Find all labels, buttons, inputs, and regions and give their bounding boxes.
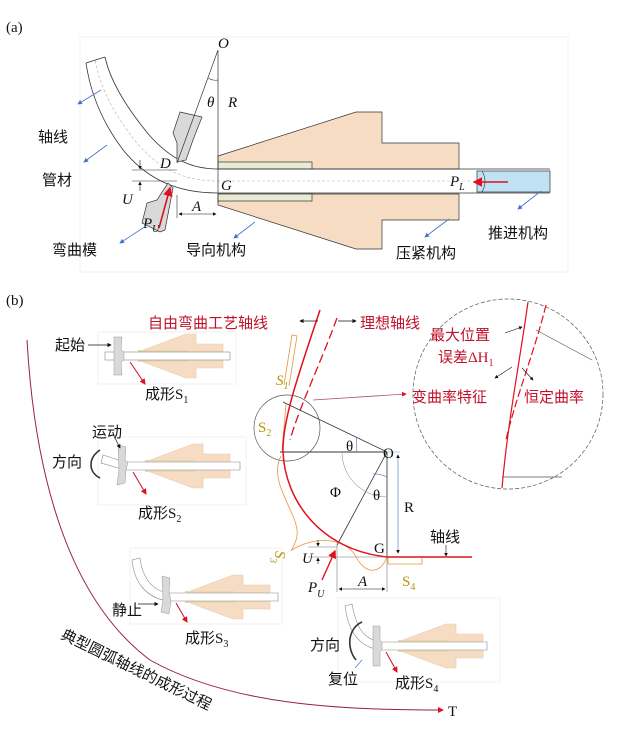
- forming-s4-label: 成形S4: [395, 675, 438, 695]
- forming-s3-label: 成形S3: [185, 630, 228, 650]
- forming-s2-label: 成形S2: [138, 505, 181, 525]
- time-arrow: [26, 339, 444, 713]
- point-g-label-b: G: [374, 541, 385, 557]
- offset-u-label: U: [122, 192, 134, 208]
- stage-motion-thumbnail: [90, 436, 247, 506]
- clamp-mechanism-top: [217, 111, 460, 170]
- bending-die-pointer: [119, 225, 147, 244]
- forming-s1-label: 成形S1: [145, 386, 188, 406]
- ideal-axis: [289, 317, 338, 441]
- theta-label-b-2: θ: [373, 488, 380, 504]
- panel-b: (b) T 典型圆弧轴线的成形过程 起始 成形S1 运动 方向 成形S2: [6, 293, 604, 720]
- variable-curvature-label: 变曲率特征: [412, 389, 487, 406]
- point-g-label: G: [221, 178, 232, 194]
- max-error-label-1: 最大位置: [430, 327, 490, 344]
- stage-s3-label: S3: [267, 549, 288, 565]
- distance-a-label-b: A: [357, 574, 368, 590]
- bending-geometry: [253, 309, 472, 592]
- stage-start-thumbnail: [88, 331, 237, 385]
- panel-b-label: (b): [6, 293, 24, 309]
- point-o-label-b: O: [383, 446, 394, 462]
- magnified-detail: [412, 298, 604, 490]
- motion-label: 运动: [92, 424, 122, 441]
- stage-reset-thumbnail: [337, 597, 501, 683]
- direction-label-1: 方向: [52, 454, 82, 471]
- angle-line: [176, 49, 219, 164]
- radius-label: R: [227, 95, 237, 111]
- stage-s1-label: S1: [276, 373, 289, 392]
- stage-s2-label: S2: [258, 420, 271, 439]
- pusher-pointer: [517, 190, 542, 210]
- detail-circle: [253, 394, 321, 462]
- theta-arc: [207, 77, 219, 81]
- detail-pointer: [312, 391, 407, 401]
- guide-strip-top: [217, 161, 313, 170]
- direction-label-2: 方向: [310, 637, 340, 654]
- panel-a-frame: [79, 36, 569, 273]
- phi-label: Φ: [330, 485, 341, 501]
- axis-pointer: [77, 89, 102, 105]
- bending-force-label-b: PU: [307, 580, 325, 600]
- point-d-label: D: [159, 156, 171, 172]
- bending-force-label: PU: [142, 216, 160, 235]
- bending-force-arrow: [158, 186, 173, 229]
- start-label: 起始: [55, 337, 85, 354]
- panel-a-label: (a): [6, 20, 23, 36]
- bending-die-upper: [172, 111, 203, 163]
- time-label: T: [448, 704, 457, 720]
- clamp-mechanism-bottom: [217, 193, 460, 250]
- clamp-label: 压紧机构: [396, 245, 456, 262]
- radius-label-b: R: [404, 500, 414, 516]
- tube-pointer: [83, 144, 108, 163]
- push-force-label: PL: [449, 174, 465, 193]
- point-o-label: O: [218, 36, 229, 52]
- guide-pointer: [233, 221, 256, 239]
- tube-label: 管材: [42, 172, 72, 189]
- stage-s4-label: S4: [402, 574, 415, 593]
- theta-label: θ: [207, 95, 215, 111]
- clamp-pointer: [424, 218, 450, 238]
- stop-label: 静止: [112, 602, 142, 619]
- pusher-label: 推进机构: [488, 225, 548, 242]
- reset-label: 复位: [328, 670, 358, 688]
- constant-curvature-label: 恒定曲率: [524, 389, 584, 406]
- panel-a: (a) O θ R: [6, 20, 569, 273]
- phi-arc: [341, 451, 388, 498]
- guide-label: 导向机构: [186, 242, 246, 259]
- axis-label-b: 轴线: [430, 529, 460, 546]
- free-bending-axis: [282, 309, 472, 558]
- tube: [85, 56, 550, 194]
- bending-die-label: 弯曲模: [52, 242, 97, 259]
- distance-a-label: A: [191, 199, 202, 215]
- stage-stop-thumbnail: [129, 547, 283, 625]
- guide-strip-bottom: [217, 193, 313, 202]
- free-bending-axis-label: 自由弯曲工艺轴线: [148, 315, 268, 332]
- axis-label: 轴线: [38, 129, 68, 146]
- offset-u-label-b: U: [302, 551, 314, 567]
- theta-label-b-1: θ: [346, 439, 353, 455]
- max-error-label-2: 误差ΔH1: [438, 349, 493, 369]
- ideal-axis-label: 理想轴线: [360, 315, 420, 332]
